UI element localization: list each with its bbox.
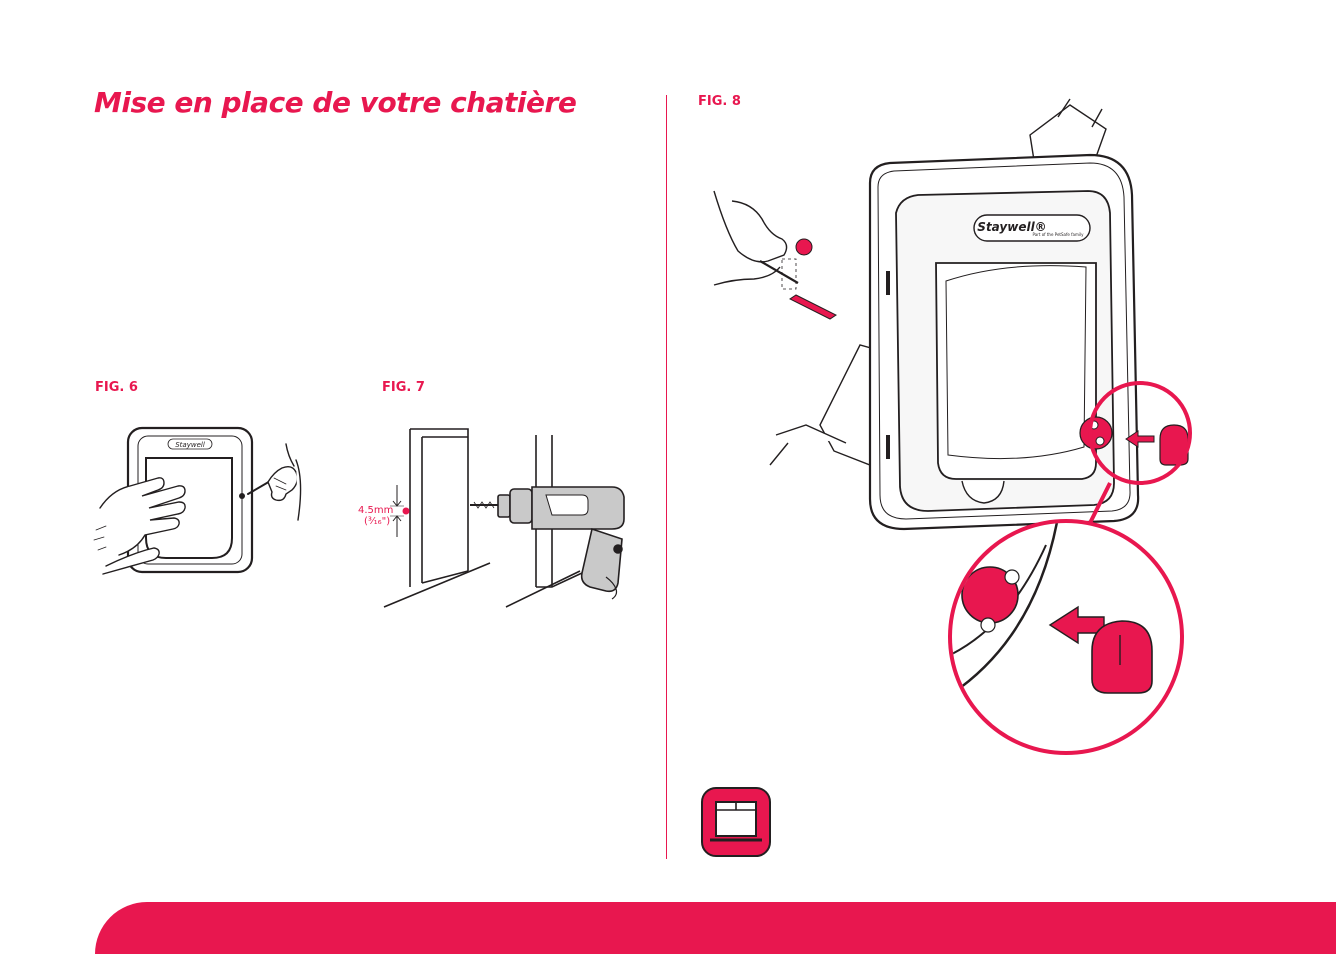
fig7-illustration: 4.5mm (³⁄₁₆") (358, 428, 625, 608)
hand-icon (93, 477, 186, 575)
fig8-brand-tagline: Part of the PetSafe family (1033, 232, 1085, 237)
fig6-label: FIG. 6 (95, 380, 138, 395)
bottom-band (95, 902, 1336, 954)
fig6-brand: Staywell (175, 441, 205, 449)
pencil-hand-icon (247, 443, 302, 521)
page-title: Mise en place de votre chatière (94, 86, 577, 119)
fig8-brand: Staywell® (977, 220, 1046, 234)
fig7-dimension-mm: 4.5mm (358, 505, 393, 516)
screwdriver-icon (713, 190, 799, 290)
fig7-dimension-in: (³⁄₁₆") (364, 516, 390, 527)
fig7-label: FIG. 7 (382, 380, 425, 395)
window-panel-icon (701, 787, 771, 857)
fig8-label: FIG. 8 (698, 94, 741, 109)
column-divider (666, 95, 667, 859)
drill-icon (470, 486, 625, 600)
fig6-illustration: Staywell (93, 426, 302, 575)
fig8-illustration: Staywell® Part of the PetSafe family (713, 98, 1192, 755)
